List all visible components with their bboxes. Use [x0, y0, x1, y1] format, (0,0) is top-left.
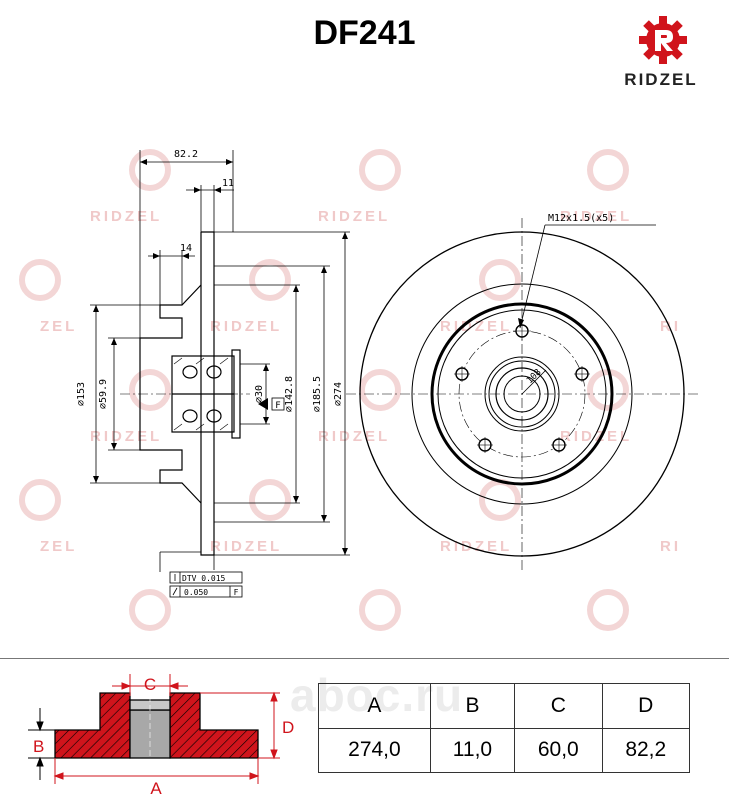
watermark-text: RIDZEL — [318, 208, 391, 225]
table-value-c: 60,0 — [514, 727, 603, 773]
front-view — [346, 218, 700, 572]
table-header-row: A B C D — [318, 683, 691, 729]
disc-section-right — [169, 692, 259, 759]
table-value-a: 274,0 — [318, 727, 431, 773]
dim-overall-depth: 82.2 — [174, 149, 198, 160]
section-divider — [0, 658, 729, 659]
dia-outer: ∅274 — [333, 382, 344, 406]
dia-outer-hub: ∅153 — [76, 382, 87, 406]
dim-hub-step: 14 — [180, 243, 192, 254]
watermark-text: ZEL — [40, 318, 78, 335]
tolerance-frames — [169, 571, 243, 598]
table-header-b: B — [429, 683, 516, 729]
dim-c — [112, 674, 188, 696]
dia-inner-friction: ∅185.5 — [312, 376, 323, 412]
dia-bore: ∅59.9 — [98, 379, 109, 409]
side-section-view — [139, 231, 241, 556]
dia-center: ∅30 — [254, 385, 265, 403]
legend-label-c: C — [144, 675, 156, 694]
tolerance-datum: F — [234, 588, 239, 597]
watermark-text: ZEL — [40, 538, 78, 555]
technical-drawing: 82.2 11 14 ∅153 ∅59.9 ∅30 ∅142.8 ∅185.5 … — [19, 149, 700, 631]
table-value-d: 82,2 — [601, 727, 691, 773]
tolerance-runout: 0.050 — [184, 588, 208, 597]
legend-label-d: D — [282, 718, 294, 737]
dimension-lines — [90, 150, 350, 572]
table-header-d: D — [601, 683, 691, 729]
dimension-arrows — [93, 159, 348, 555]
tolerance-dtv: DTV 0.015 — [182, 574, 226, 583]
table-header-a: A — [318, 683, 431, 729]
datum-label: F — [275, 401, 280, 411]
dim-d — [200, 691, 280, 760]
watermark-text: RIDZEL — [90, 428, 163, 445]
legend-label-a: A — [150, 779, 162, 798]
thread-arrow — [518, 318, 524, 328]
dimensions-table: A B C D 274,0 11,0 60,0 82,2 — [318, 683, 691, 773]
watermark-text: RIDZEL — [318, 428, 391, 445]
dim-b — [28, 708, 55, 780]
dim-a — [53, 758, 260, 784]
bolt-hole-centerlines — [454, 322, 590, 453]
section-hatching — [173, 357, 229, 431]
watermark-text: RIDZEL — [210, 318, 283, 335]
part-number-title: DF241 — [313, 14, 416, 52]
thread-callout: M12x1.5(x5) — [548, 213, 614, 224]
legend-label-b: B — [33, 737, 44, 756]
thread-leader — [519, 224, 656, 395]
dim-disc-thickness: 11 — [222, 178, 234, 189]
dia-hat: ∅142.8 — [284, 376, 295, 412]
watermark-text: RIDZEL — [90, 208, 163, 225]
brand-wordmark: RIDZEL — [624, 70, 698, 89]
watermark-text: RIDZEL — [210, 538, 283, 555]
table-header-c: C — [514, 683, 603, 729]
watermark-text: RIDZEL — [560, 208, 633, 225]
legend-schematic: C D B A — [28, 674, 294, 798]
table-value-b: 11,0 — [429, 727, 516, 773]
disc-section-left — [54, 692, 131, 759]
watermark-text: RI — [660, 538, 681, 555]
pcd-label: 108 — [525, 368, 544, 387]
table-row: 274,0 11,0 60,0 82,2 — [318, 727, 691, 773]
ridzel-gear-logo — [639, 16, 687, 64]
